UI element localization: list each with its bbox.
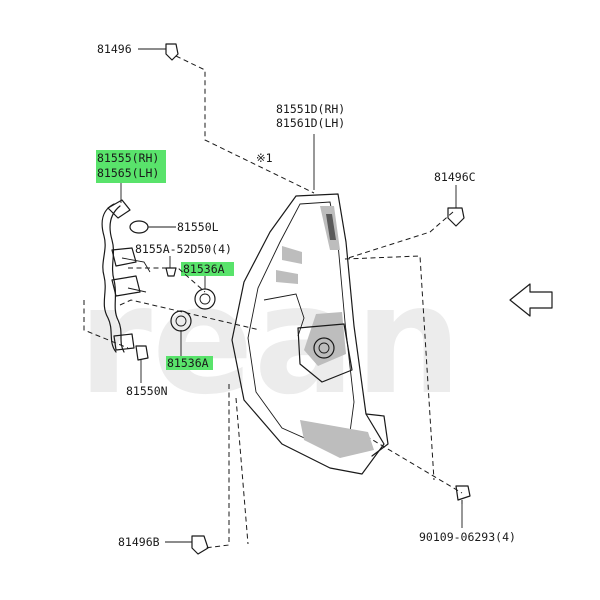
harness-socket-3 — [113, 333, 135, 351]
clip-81496c-body — [447, 207, 465, 227]
grommets — [170, 288, 216, 332]
bulb-81550n — [135, 345, 149, 361]
bolt-90109 — [455, 485, 471, 504]
label-8155a: 8155A-52D50(4) — [135, 242, 232, 256]
lamp-shade-bar-1 — [282, 246, 302, 264]
highlight-81536a-bottom — [166, 356, 213, 370]
lamp-outer-shell — [231, 193, 385, 475]
label-81565: 81565(LH) — [97, 166, 159, 180]
lamp-bulb-hole — [313, 337, 335, 359]
arrow-left-icon — [509, 283, 553, 317]
screw-8155a-head — [165, 267, 177, 277]
label-note: ※1 — [256, 151, 273, 165]
lamp-contour-1 — [263, 293, 305, 337]
dash-81496b-2 — [235, 397, 249, 545]
bulbs — [129, 220, 149, 361]
label-81496c: 81496C — [434, 170, 476, 184]
harness-branch-2 — [127, 287, 147, 293]
dash-90109 — [365, 435, 463, 494]
bolt-90109-head — [455, 485, 471, 501]
lamp-bottom-mount — [365, 413, 389, 457]
label-81550l: 81550L — [177, 220, 219, 234]
leader-lines — [120, 48, 463, 543]
part-labels: 81496 81551D(RH) 81561D(LH) ※1 81555(RH)… — [97, 42, 516, 549]
bulb-81550l — [129, 220, 149, 234]
lamp-shade-bottom — [300, 420, 374, 458]
dash-81496 — [175, 55, 315, 194]
label-81536a-top: 81536A — [183, 262, 225, 276]
grommet-81536a-bottom-inner — [175, 315, 187, 327]
highlight-81536a-top — [181, 262, 234, 276]
lamp-dark-detail — [326, 214, 336, 240]
label-81496b: 81496B — [118, 535, 160, 549]
clip-81496-body — [165, 43, 179, 61]
arrow-left-outline — [509, 283, 553, 317]
wire-harness — [101, 199, 151, 353]
clip-81496 — [165, 43, 179, 61]
lamp-bulb-hole-inner — [318, 342, 330, 354]
harness-connector-top — [107, 199, 131, 219]
harness-socket-1 — [111, 247, 137, 267]
fasteners — [165, 43, 471, 555]
dash-81496c — [344, 211, 454, 260]
dash-harness-left — [83, 300, 129, 349]
harness-branch-1 — [121, 257, 151, 273]
watermark-text: rean — [78, 254, 462, 428]
dash-socket-lower — [119, 299, 261, 331]
label-81496: 81496 — [97, 42, 132, 56]
lamp-shade-bar-2 — [276, 270, 298, 284]
highlight-81555 — [96, 150, 166, 183]
clip-81496c — [447, 207, 465, 227]
lamp-socket-frame — [297, 323, 353, 383]
clip-81496b — [191, 535, 209, 555]
label-81536a-bottom: 81536A — [167, 356, 209, 370]
harness-socket-2 — [111, 275, 141, 297]
screw-8155a — [165, 267, 177, 277]
label-90109: 90109-06293(4) — [419, 530, 516, 544]
clip-81496b-body — [191, 535, 209, 555]
label-81550n: 81550N — [126, 384, 168, 398]
label-81551d: 81551D(RH) — [276, 102, 345, 116]
label-81555: 81555(RH) — [97, 151, 159, 165]
assembly-dashed-lines — [83, 55, 463, 549]
grommet-81536a-bottom — [170, 310, 192, 332]
tail-lamp-housing — [231, 193, 389, 475]
label-81561d: 81561D(LH) — [276, 116, 345, 130]
dash-81496b — [204, 384, 230, 549]
grommet-81536a-top-inner — [199, 293, 211, 305]
grommet-81536a-top — [194, 288, 216, 310]
dash-right-vertical — [344, 255, 435, 481]
harness-wire-main — [101, 203, 117, 353]
